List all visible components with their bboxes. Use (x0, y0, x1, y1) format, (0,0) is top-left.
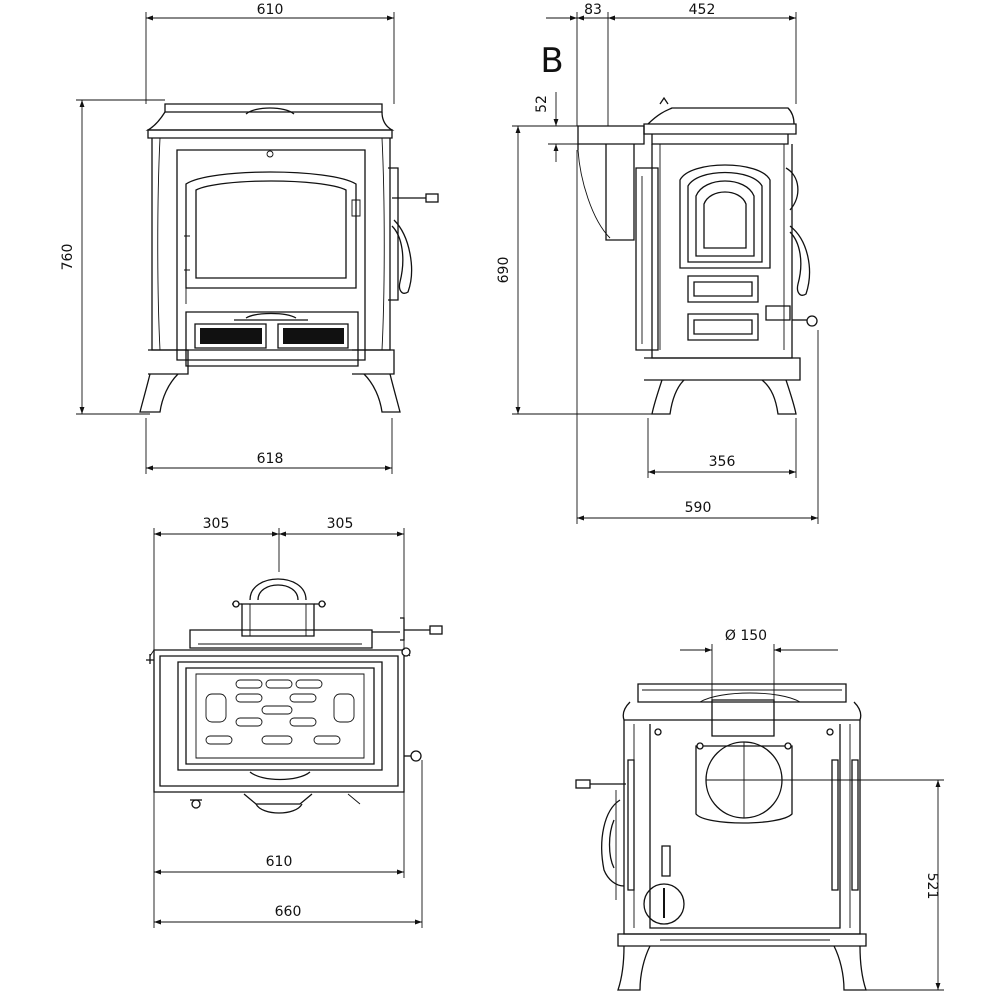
side-height-label: 690 (496, 257, 512, 284)
grate-slots (205, 679, 355, 745)
front-width-label: 610 (257, 2, 284, 18)
top-total-width-label: 660 (275, 904, 302, 920)
side-depth-label: 452 (689, 2, 716, 18)
side-collar-label: 52 (534, 95, 550, 113)
top-half-left-label: 305 (203, 516, 230, 532)
front-base-width-label: 618 (257, 451, 284, 467)
front-view: 610 760 618 (60, 2, 439, 474)
side-total-depth-label: 590 (685, 500, 712, 516)
top-view: 305 305 610 660 (146, 516, 443, 928)
front-height-label: 760 (60, 244, 76, 271)
side-view: B (496, 2, 819, 524)
side-base-label: 356 (709, 454, 736, 470)
front-dimensions: 610 760 618 (60, 2, 395, 474)
side-offset-label: 83 (584, 2, 602, 18)
top-width-label: 610 (266, 854, 293, 870)
view-marker-b: B (540, 41, 563, 81)
rear-diameter-label: Ø 150 (725, 628, 767, 644)
top-dimensions: 305 305 610 660 (153, 516, 423, 928)
top-half-right-label: 305 (327, 516, 354, 532)
rear-outlet-height-label: 521 (924, 873, 940, 900)
rear-view: Ø 150 521 (575, 628, 944, 991)
side-dimensions: 83 452 52 690 356 590 (496, 2, 819, 524)
rear-dimensions: Ø 150 521 (680, 628, 944, 991)
